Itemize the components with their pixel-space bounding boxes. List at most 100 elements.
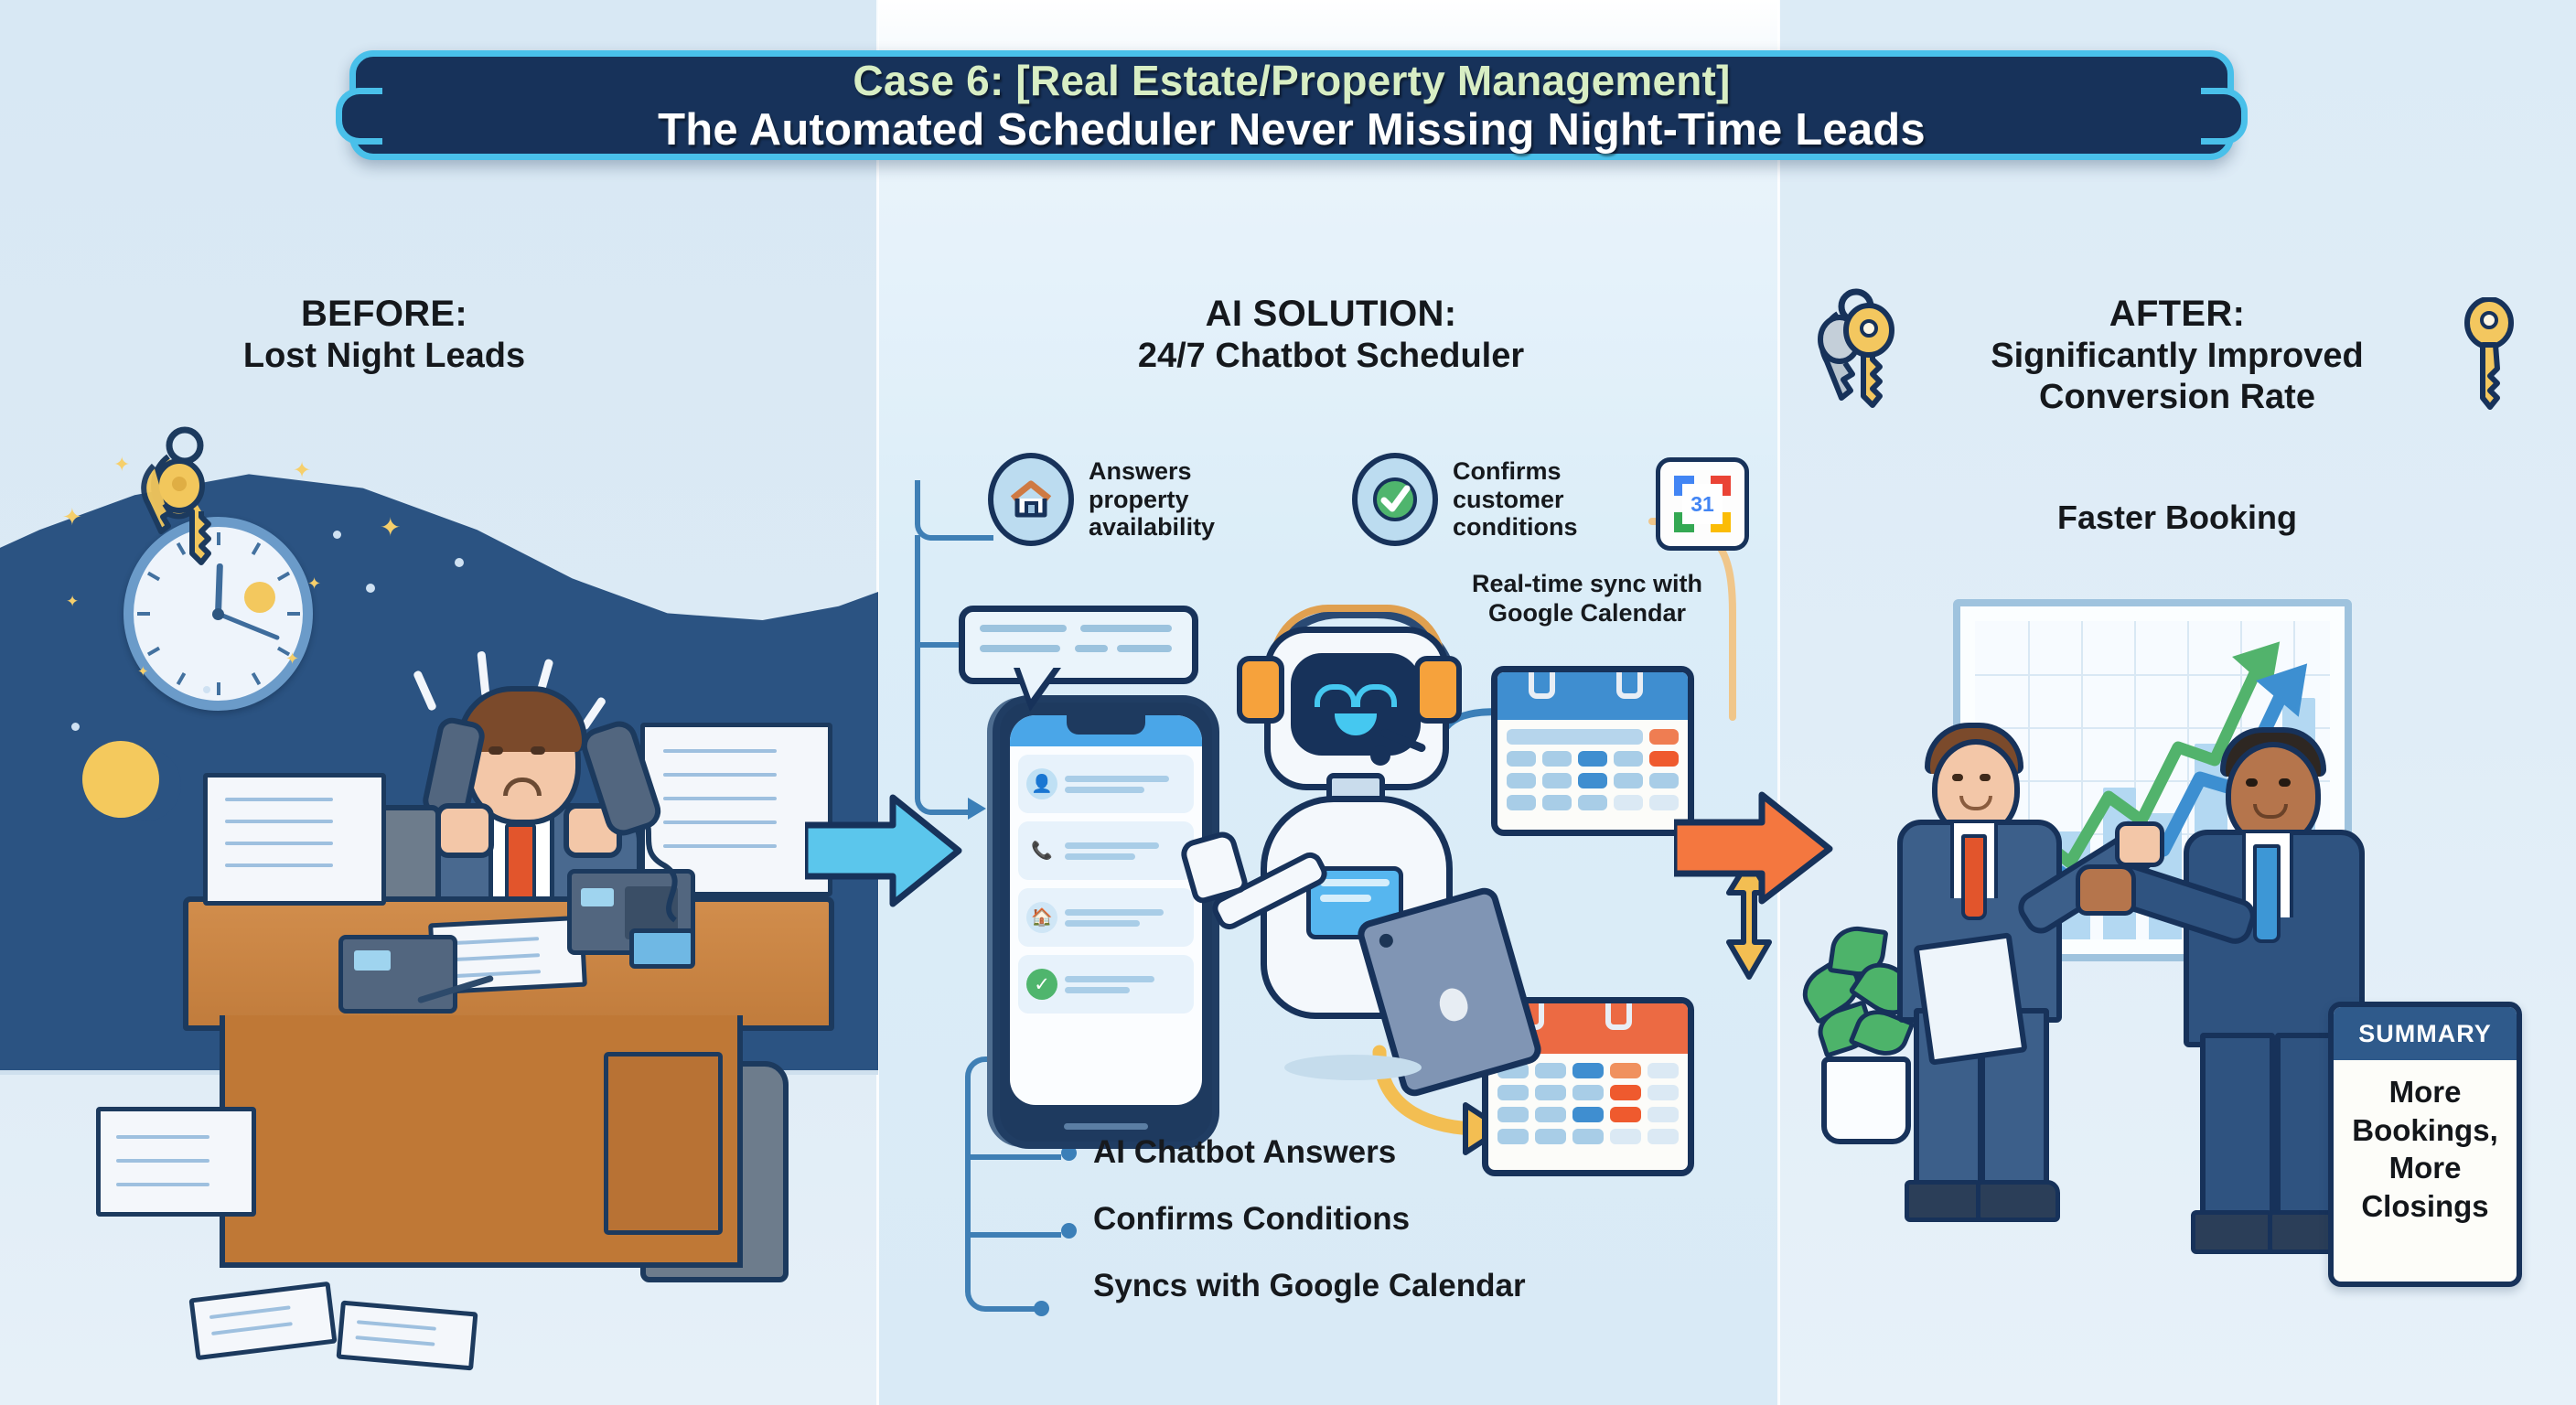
after-extra-label: Faster Booking	[2056, 499, 2298, 536]
robot-shadow	[1284, 1055, 1422, 1080]
house-keys-icon	[137, 425, 256, 572]
connector-arrow	[968, 798, 986, 820]
connector-line	[915, 640, 970, 648]
star-dot	[333, 531, 341, 539]
orange-flow-arrow	[1674, 791, 1833, 905]
connector-line	[915, 480, 993, 541]
bullet-item: Syncs with Google Calendar	[1093, 1268, 1526, 1303]
bullet-item: Confirms Conditions	[1093, 1201, 1411, 1237]
before-kicker: BEFORE:	[300, 294, 468, 334]
desk-drawer	[604, 1052, 723, 1235]
keyring-icon	[1807, 288, 1907, 421]
presenter-with-clipboard	[1884, 723, 2164, 1244]
check-icon: ✓	[1026, 969, 1057, 1000]
tablet-logo-icon	[1435, 984, 1471, 1024]
bullet-connector	[970, 1151, 1061, 1160]
open-hand	[2076, 864, 2136, 916]
title-case-label: Case 6: [Real Estate/Property Management…	[853, 57, 1731, 104]
star-icon: ✦	[285, 649, 300, 668]
star-dot	[455, 558, 464, 567]
paper-stack	[96, 1107, 256, 1217]
paper-stack	[203, 773, 386, 906]
wall-clock-icon	[123, 517, 313, 711]
chat-list-item: 📞	[1018, 821, 1194, 880]
before-subtitle: Lost Night Leads	[242, 336, 526, 375]
solution-kicker: AI SOLUTION:	[1205, 294, 1457, 334]
title-headline: The Automated Scheduler Never Missing Ni…	[658, 104, 1926, 155]
google-calendar-icon: 31	[1656, 457, 1749, 551]
header-after: AFTER: Significantly Improved Conversion…	[1830, 293, 2525, 419]
star-icon: ✦	[307, 574, 322, 593]
key-icon	[2461, 296, 2517, 412]
desk-phone-icon	[338, 935, 457, 1014]
gcal-day-number: 31	[1682, 484, 1723, 524]
header-before: BEFORE: Lost Night Leads	[101, 293, 668, 377]
potted-plant	[1793, 901, 1925, 1144]
bullet-dot	[1061, 1223, 1077, 1239]
bullet-connector	[965, 1143, 1044, 1312]
connector-line	[915, 535, 975, 815]
ai-chatbot-robot	[1177, 599, 1545, 1111]
home-icon	[988, 453, 1074, 546]
bullet-dot	[1061, 1145, 1077, 1161]
feature-label-availability: Answers property availability	[1089, 456, 1216, 542]
summary-card: SUMMARY More Bookings, More Closings	[2328, 1002, 2522, 1287]
client-gesturing	[2076, 727, 2383, 1258]
sync-caption: Real-time sync with Google Calendar	[1471, 570, 1703, 627]
star-icon: ✦	[137, 664, 149, 680]
solution-bullet-list: AI Chatbot Answers Confirms Conditions S…	[1093, 1134, 1526, 1335]
summary-header: SUMMARY	[2334, 1007, 2517, 1060]
headset-earcup	[1414, 656, 1462, 724]
headset-mic	[1370, 745, 1390, 766]
star-dot	[203, 686, 210, 693]
feature-answers-availability: Answers property availability	[988, 453, 1215, 546]
speech-bubble-tail-inner	[1019, 666, 1055, 699]
check-circle-icon	[1352, 453, 1438, 546]
star-icon: ✦	[293, 458, 312, 483]
chat-list-item: ✓	[1018, 955, 1194, 1014]
paper-stack	[640, 723, 832, 896]
clock-moon-icon	[244, 582, 275, 613]
star-icon: ✦	[62, 503, 82, 531]
bullet-connector	[970, 1228, 1061, 1238]
chat-speech-bubble	[959, 606, 1198, 684]
robot-eye	[1315, 684, 1357, 707]
panel-divider-2	[1777, 0, 1780, 1405]
bullet-item: AI Chatbot Answers	[1093, 1134, 1397, 1170]
robot-eye	[1355, 684, 1397, 707]
header-ai-solution: AI SOLUTION: 24/7 Chatbot Scheduler	[983, 293, 1679, 377]
robot-head	[1264, 627, 1449, 790]
paper-document	[336, 1300, 478, 1371]
plant-pot	[1821, 1056, 1911, 1144]
bullet-dot	[1034, 1301, 1049, 1316]
star-dot	[71, 723, 80, 731]
chat-list-item: 👤	[1018, 755, 1194, 813]
title-plate	[336, 50, 2248, 160]
star-icon: ✦	[66, 593, 80, 610]
phone-call-icon: 📞	[1031, 842, 1053, 861]
smartphone-on-desk	[629, 928, 695, 969]
user-avatar-icon: 👤	[1026, 768, 1057, 799]
star-icon: ✦	[113, 453, 131, 476]
star-dot	[366, 584, 375, 593]
robot-smile	[1335, 713, 1377, 735]
clipboard	[1913, 932, 2028, 1066]
blue-flow-arrow	[805, 794, 962, 907]
star-icon: ✦	[380, 513, 402, 542]
feature-label-conditions: Confirms customer conditions	[1453, 456, 1578, 542]
pointing-hand	[2115, 821, 2164, 867]
summary-body: More Bookings, More Closings	[2352, 1075, 2498, 1223]
headset-earcup	[1237, 656, 1284, 724]
calendar-blue	[1491, 666, 1694, 836]
crescent-moon-icon	[82, 741, 159, 818]
title-banner: Case 6: [Real Estate/Property Management…	[336, 50, 2248, 160]
after-subtitle-line2: Conversion Rate	[2039, 378, 2315, 417]
solution-subtitle: 24/7 Chatbot Scheduler	[1137, 336, 1525, 375]
smartphone-chat-list: 👤 📞 🏠 ✓	[993, 695, 1219, 1149]
house-thumbnail-icon: 🏠	[1026, 902, 1057, 933]
feature-confirms-conditions: Confirms customer conditions	[1352, 453, 1578, 546]
after-subtitle-line1: Significantly Improved	[1991, 336, 2364, 375]
after-kicker: AFTER:	[2109, 294, 2246, 334]
robot-face-screen	[1291, 653, 1421, 756]
